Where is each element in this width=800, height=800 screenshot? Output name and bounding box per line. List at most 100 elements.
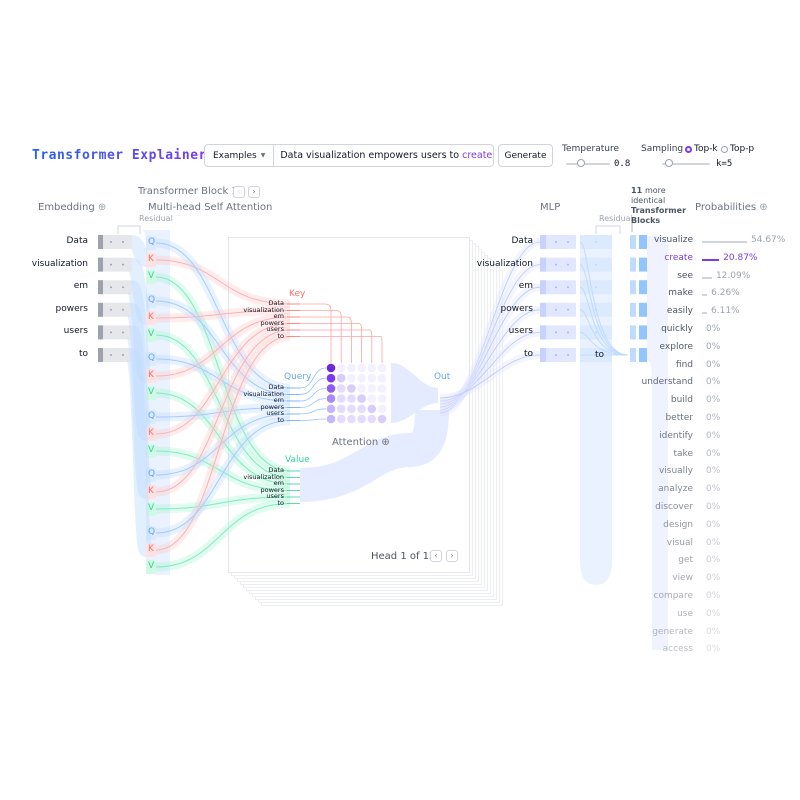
vector-dot — [555, 286, 557, 289]
topk-radio[interactable]: Top-k — [685, 144, 718, 154]
attention-matrix-heading[interactable]: Attention ⊕ — [332, 437, 390, 448]
probability-word[interactable]: understand — [641, 377, 693, 388]
embedding-to-qkv-band — [125, 257, 153, 325]
probability-fan — [647, 236, 668, 650]
embedding-to-qkv-band — [125, 302, 153, 441]
attention-cell — [347, 373, 356, 383]
probability-bar — [702, 241, 747, 243]
value-flow-line — [155, 276, 291, 472]
embedding-vector-edge — [98, 302, 103, 317]
temperature-slider[interactable] — [566, 163, 610, 165]
qkv-vector — [146, 352, 156, 366]
generate-button[interactable]: Generate — [498, 144, 553, 167]
probability-word[interactable]: identify — [659, 430, 693, 441]
q-letter: Q — [148, 237, 156, 247]
probability-value: 0% — [706, 626, 721, 637]
probability-bar — [702, 294, 708, 297]
probability-word[interactable]: take — [673, 448, 693, 459]
stacked-block-vector — [639, 235, 647, 249]
probability-word[interactable]: analyze — [658, 484, 693, 495]
zoom-in-icon[interactable]: ⊕ — [759, 202, 768, 213]
out-heading: Out — [434, 372, 451, 382]
key-token: em — [273, 312, 284, 320]
temperature-slider-thumb[interactable] — [577, 159, 586, 167]
embedding-heading[interactable]: Embedding ⊕ — [38, 202, 106, 213]
attention-cell — [357, 394, 366, 403]
query-flow-band — [155, 238, 291, 393]
embedding-vector — [98, 348, 132, 362]
embedding-vector — [98, 325, 132, 340]
qkv-vector — [146, 444, 156, 458]
k-slider[interactable] — [662, 163, 710, 165]
probability-word[interactable]: view — [672, 573, 693, 584]
probability-word[interactable]: generate — [652, 626, 693, 637]
key-column-line — [300, 329, 373, 363]
key-flow-line — [155, 259, 291, 305]
probability-word[interactable]: visualize — [654, 235, 693, 245]
probability-bar — [702, 276, 712, 279]
attention-cell — [367, 384, 377, 393]
examples-dropdown[interactable]: Examples ▼ — [205, 145, 275, 166]
vector-dot — [567, 354, 569, 356]
topp-radio[interactable]: Top-p — [721, 144, 754, 154]
next-head-button[interactable]: › — [446, 550, 458, 562]
prev-head-button[interactable]: ‹ — [430, 550, 442, 562]
mlp-vector-edge — [540, 302, 546, 317]
qkv-vector — [146, 410, 156, 424]
probability-word[interactable]: use — [677, 608, 693, 619]
stacked-block-vector — [630, 302, 636, 317]
probability-word[interactable]: find — [675, 359, 693, 370]
block-merge-line — [579, 286, 629, 356]
value-flow-line — [155, 392, 291, 485]
stacked-block-vector — [630, 348, 636, 362]
key-column-line — [300, 323, 362, 363]
probability-word[interactable]: better — [665, 413, 693, 423]
prompt-input[interactable]: Data visualization empowers users to cre… — [274, 150, 492, 161]
k-letter: K — [148, 254, 154, 264]
probability-word[interactable]: build — [670, 395, 693, 406]
probability-word[interactable]: visual — [666, 537, 693, 548]
probability-word[interactable]: explore — [659, 341, 693, 352]
probability-word[interactable]: compare — [653, 591, 694, 601]
out-to-mlp-line — [439, 332, 541, 402]
probability-word[interactable]: see — [677, 270, 693, 281]
probability-word[interactable]: make — [668, 288, 693, 299]
qkv-vector — [146, 294, 156, 308]
value-flow-band — [155, 499, 291, 572]
attention-cell — [367, 394, 377, 403]
qkv-vector — [146, 485, 156, 499]
chevron-down-icon: ▼ — [260, 152, 266, 159]
attention-cell — [336, 414, 346, 424]
probability-word[interactable]: create — [664, 252, 693, 263]
temperature-value: 0.8 — [614, 159, 631, 169]
attention-cell — [367, 373, 377, 383]
probability-word[interactable]: discover — [655, 502, 693, 512]
attention-cell — [326, 394, 336, 403]
block-merge-line — [579, 264, 629, 356]
probability-word[interactable]: easily — [666, 306, 693, 317]
attention-cell — [347, 394, 356, 403]
vector-dot — [555, 354, 557, 356]
prev-block-button[interactable]: ‹ — [233, 186, 245, 198]
zoom-in-icon[interactable]: ⊕ — [381, 437, 390, 448]
probability-word[interactable]: visually — [658, 466, 693, 477]
key-token: visualization — [243, 305, 284, 314]
k-letter: K — [148, 544, 154, 554]
probability-word[interactable]: access — [662, 644, 693, 655]
probabilities-heading[interactable]: Probabilities ⊕ — [695, 202, 768, 213]
next-block-button[interactable]: › — [248, 186, 260, 198]
more-blocks-text3: Blocks — [631, 216, 661, 225]
probability-word[interactable]: get — [678, 555, 693, 566]
k-slider-thumb[interactable] — [665, 159, 674, 167]
attention-cell — [336, 404, 346, 414]
zoom-in-icon[interactable]: ⊕ — [97, 202, 107, 213]
embedding-token: Data — [66, 236, 89, 246]
probability-word[interactable]: quickly — [661, 324, 693, 334]
query-row-line — [299, 388, 327, 402]
probability-word[interactable]: design — [663, 519, 693, 530]
query-flow-line — [155, 300, 291, 395]
vector-dot — [122, 286, 124, 289]
attention-label: Attention — [332, 437, 379, 448]
prompt-input-group: Examples ▼ Data visualization empowers u… — [204, 144, 494, 167]
